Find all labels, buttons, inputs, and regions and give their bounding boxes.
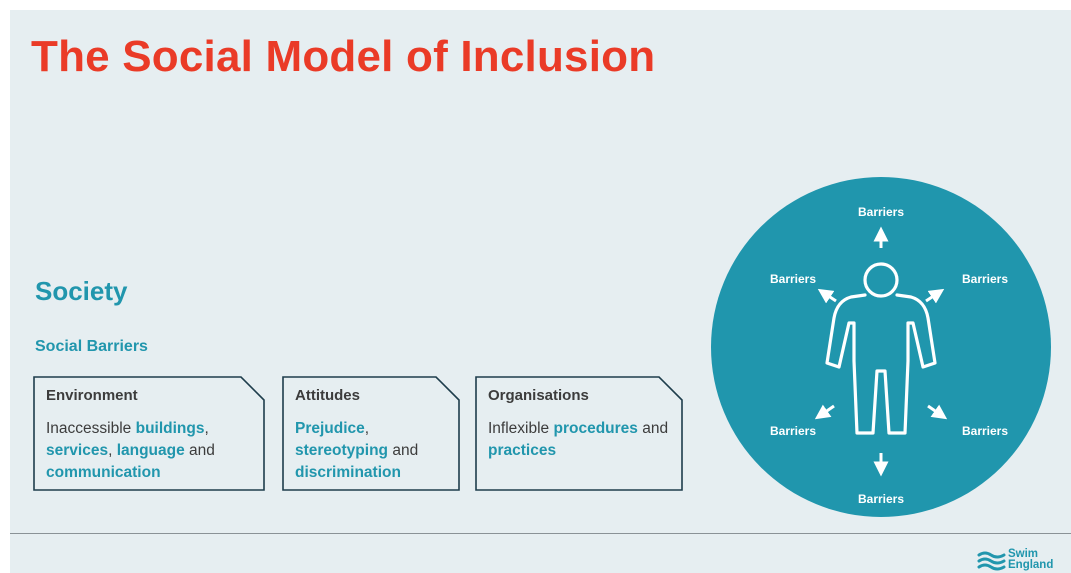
card-title: Attitudes [295,387,360,404]
card-title: Environment [46,387,138,404]
swim-england-logo: Swim England [977,547,1071,573]
body-text: Inaccessible [46,420,136,437]
keyword-text: stereotyping [295,442,389,459]
card-frame [282,376,460,491]
keyword-text: services [46,442,109,459]
barriers-label-top: Barriers [858,205,904,219]
logo-word-swim: Swim [1008,548,1039,560]
barriers-label-top-right: Barriers [962,272,1008,286]
keyword-text: communication [46,464,161,481]
card-body: Inflexible procedures and practices [488,418,675,462]
arrow-down-left-icon [814,404,835,420]
body-text: , [108,442,117,459]
card-body: Prejudice, stereotyping and discriminati… [295,418,452,484]
body-text: , [364,420,370,437]
footer-divider [10,533,1071,534]
barriers-label-top-left: Barriers [770,272,816,286]
logo-word-england: England [1008,559,1054,571]
barriers-circle: Barriers Barriers Barriers Barriers Barr… [711,177,1051,517]
barriers-label-bottom-right: Barriers [962,424,1008,438]
social-barriers-subheading: Social Barriers [35,338,148,355]
arrows [814,226,948,477]
body-text: and [388,442,419,459]
keyword-text: procedures [553,420,638,437]
barriers-label-bottom: Barriers [858,492,904,506]
card-title: Organisations [488,387,589,404]
person-outline-icon [825,262,937,435]
wave-logo-icon [977,551,1006,571]
card-body: Inaccessible buildings, services, langua… [46,418,257,484]
keyword-text: buildings [135,420,205,437]
card-frame [33,376,265,491]
slide-title: The Social Model of Inclusion [31,32,656,81]
barriers-diagram: Barriers Barriers Barriers Barriers Barr… [707,173,1055,521]
keyword-text: discrimination [295,464,401,481]
slide: The Social Model of Inclusion Society So… [10,10,1071,573]
keyword-text: practices [488,442,557,459]
arrow-up-left-icon [817,288,837,304]
keyword-text: Prejudice [295,420,365,437]
body-text: and [637,420,669,437]
keyword-text: language [116,442,185,459]
society-heading: Society [35,276,128,306]
environment-card: Environment Inaccessible buildings, serv… [33,376,265,491]
organisations-card: Organisations Inflexible procedures and … [475,376,683,491]
body-text: Inflexible [488,420,554,437]
body-text: and [184,442,215,459]
card-frame [475,376,683,491]
arrow-down-right-icon [927,404,948,420]
body-text: , [204,420,209,437]
circle-background [711,177,1051,517]
arrow-up-right-icon [925,288,945,304]
barriers-label-bottom-left: Barriers [770,424,816,438]
attitudes-card: Attitudes Prejudice, stereotyping and di… [282,376,460,491]
